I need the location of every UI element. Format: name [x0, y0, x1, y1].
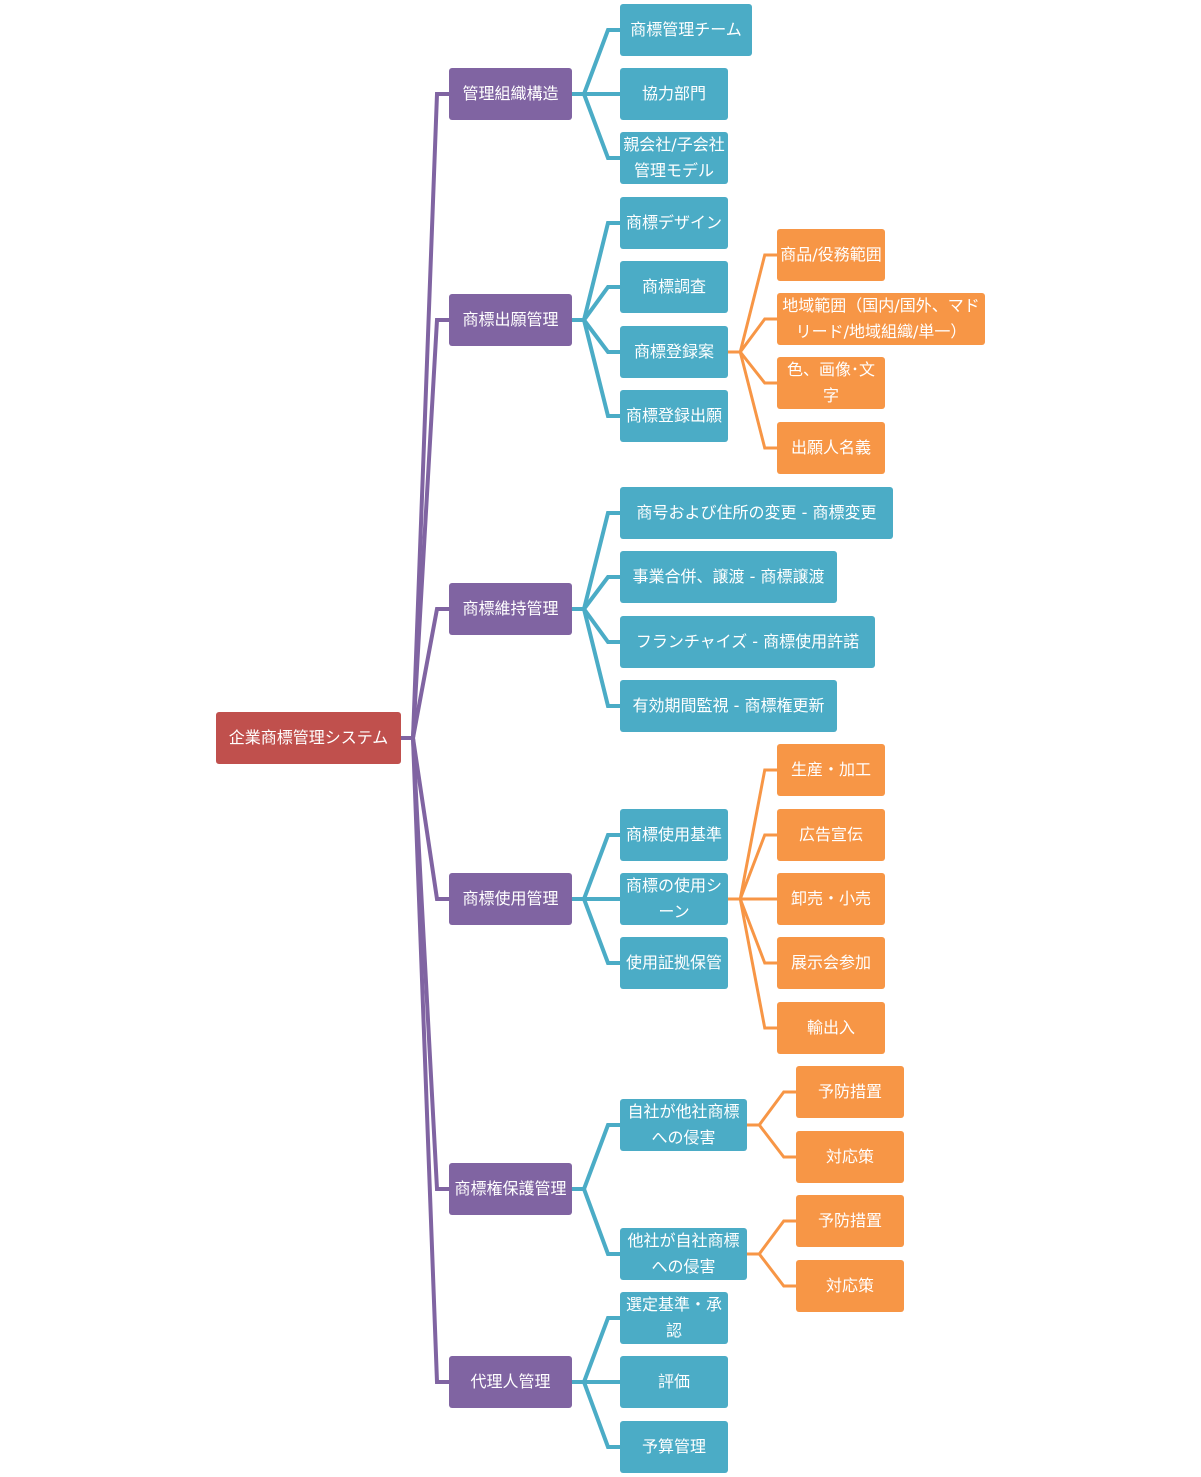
subtopic-node[interactable]: 展示会参加 [777, 937, 885, 989]
connector-topic-subtopic [726, 897, 779, 1030]
branch-node[interactable]: 商標維持管理 [449, 583, 572, 635]
connector-branch-topic [570, 1316, 622, 1384]
connector-branch-topic [570, 833, 622, 901]
subtopic-node[interactable]: 出願人名義 [777, 422, 885, 474]
connector-topic-subtopic [745, 1090, 798, 1127]
connector-root-branch [399, 736, 451, 901]
subtopic-node[interactable]: 商品/役務範囲 [777, 229, 885, 281]
topic-node[interactable]: 親会社/子会社管理モデル [620, 132, 728, 184]
connector-branch-topic [570, 285, 622, 322]
branch-node[interactable]: 商標出願管理 [449, 294, 572, 346]
connector-topic-subtopic [726, 350, 779, 385]
topic-node[interactable]: 有効期間監視 - 商標権更新 [620, 680, 837, 732]
connector-root-branch [399, 736, 451, 1384]
topic-node[interactable]: 選定基準・承認 [620, 1292, 728, 1344]
connector-topic-subtopic [726, 350, 779, 450]
connector-topic-subtopic [726, 317, 779, 354]
branch-node[interactable]: 商標使用管理 [449, 873, 572, 925]
topic-node[interactable]: 他社が自社商標への侵害 [620, 1228, 747, 1280]
connector-branch-topic [570, 318, 622, 418]
subtopic-node[interactable]: 輸出入 [777, 1002, 885, 1054]
connector-topic-subtopic [745, 1219, 798, 1256]
topic-node[interactable]: 商標デザイン [620, 197, 728, 249]
connector-branch-topic [570, 575, 622, 611]
connector-branch-topic [570, 28, 622, 96]
branch-node[interactable]: 管理組織構造 [449, 68, 572, 120]
branch-node[interactable]: 代理人管理 [449, 1356, 572, 1408]
connector-topic-subtopic [726, 897, 779, 965]
connector-branch-topic [570, 897, 622, 965]
subtopic-node[interactable]: 卸売・小売 [777, 873, 885, 925]
topic-node[interactable]: 事業合併、譲渡 - 商標譲渡 [620, 551, 837, 603]
subtopic-node[interactable]: 色、画像･文字 [777, 357, 885, 409]
connector-root-branch [399, 607, 451, 740]
topic-node[interactable]: 予算管理 [620, 1421, 728, 1473]
connector-branch-topic [570, 318, 622, 354]
subtopic-node[interactable]: 対応策 [796, 1131, 904, 1183]
connector-topic-subtopic [745, 1123, 798, 1159]
topic-node[interactable]: 評価 [620, 1356, 728, 1408]
topic-node[interactable]: 商標の使用シーン [620, 873, 728, 925]
connector-branch-topic [570, 607, 622, 708]
branch-node[interactable]: 商標権保護管理 [449, 1163, 572, 1215]
topic-node[interactable]: 商標管理チーム [620, 4, 752, 56]
subtopic-node[interactable]: 対応策 [796, 1260, 904, 1312]
topic-node[interactable]: 商号および住所の変更 - 商標変更 [620, 487, 893, 539]
connector-topic-subtopic [745, 1252, 798, 1288]
topic-node[interactable]: 使用証拠保管 [620, 937, 728, 989]
connector-branch-topic [570, 1187, 622, 1256]
subtopic-node[interactable]: 地域範囲（国内/国外、マドリード/地域組織/単一） [777, 293, 985, 345]
connector-root-branch [399, 92, 451, 740]
connector-branch-topic [570, 92, 622, 160]
subtopic-node[interactable]: 生産・加工 [777, 744, 885, 796]
topic-node[interactable]: 商標使用基準 [620, 809, 728, 861]
topic-node[interactable]: 商標登録出願 [620, 390, 728, 442]
topic-node[interactable]: フランチャイズ - 商標使用許諾 [620, 616, 875, 668]
connector-branch-topic [570, 607, 622, 644]
subtopic-node[interactable]: 広告宣伝 [777, 809, 885, 861]
root-node[interactable]: 企業商標管理システム [216, 712, 401, 764]
connector-topic-subtopic [726, 833, 779, 901]
connector-branch-topic [570, 1380, 622, 1449]
subtopic-node[interactable]: 予防措置 [796, 1066, 904, 1118]
connector-branch-topic [570, 1123, 622, 1191]
topic-node[interactable]: 協力部門 [620, 68, 728, 120]
topic-node[interactable]: 商標登録案 [620, 326, 728, 378]
subtopic-node[interactable]: 予防措置 [796, 1195, 904, 1247]
topic-node[interactable]: 商標調査 [620, 261, 728, 313]
topic-node[interactable]: 自社が他社商標への侵害 [620, 1099, 747, 1151]
